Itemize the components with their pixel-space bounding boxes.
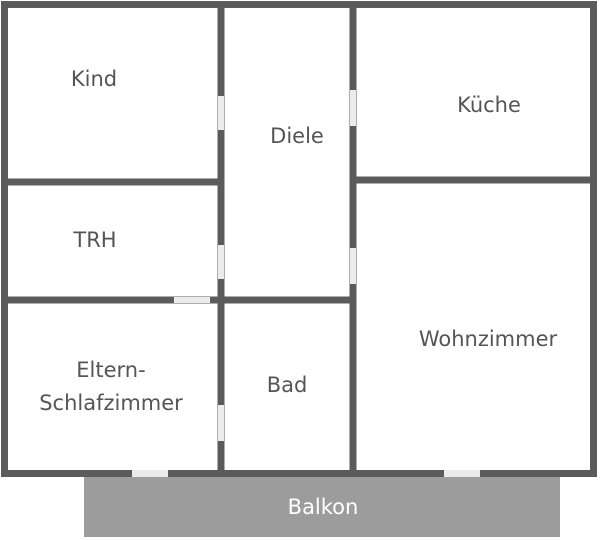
room-label-kind: Kind <box>71 67 117 91</box>
room-label-trh: TRH <box>72 228 116 252</box>
door-openings <box>132 90 480 477</box>
interior-walls <box>2 2 597 476</box>
room-label-balkon: Balkon <box>288 495 359 519</box>
balcony <box>84 475 560 537</box>
outer-wall <box>1 1 597 477</box>
room-label-kueche: Küche <box>457 93 521 117</box>
room-label-wohnzimmer: Wohnzimmer <box>419 327 558 351</box>
door-eltern-diele <box>174 297 210 303</box>
door-trh-diele <box>218 245 224 279</box>
door-eltern-balkon <box>132 470 168 477</box>
room-label-diele: Diele <box>270 124 324 148</box>
room-label-bad: Bad <box>267 373 308 397</box>
room-label-eltern-line2: Schlafzimmer <box>39 391 183 415</box>
door-diele-wohnzimmer <box>350 248 356 284</box>
room-label-eltern-line1: Eltern- <box>76 358 145 382</box>
door-diele-kueche <box>350 90 356 126</box>
door-bad-eltern <box>218 405 224 441</box>
door-kind-diele <box>218 96 224 130</box>
door-wohnzimmer-balkon <box>444 470 480 477</box>
